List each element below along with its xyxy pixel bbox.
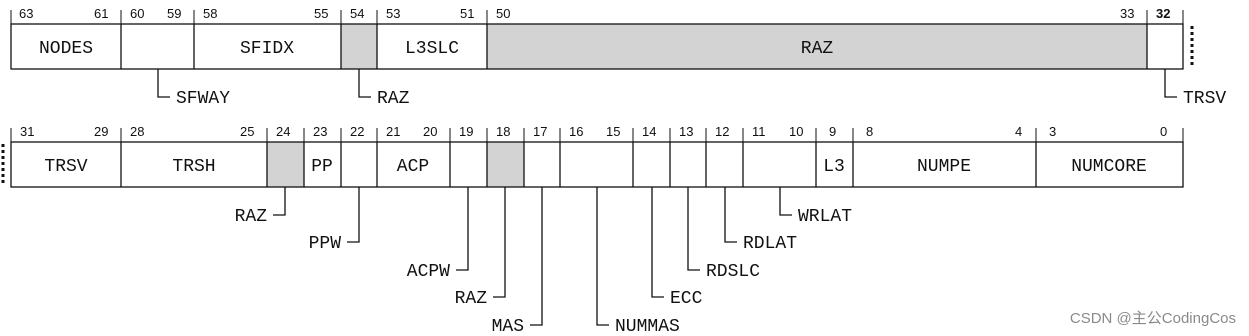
bit-label-15: 15 <box>606 124 620 139</box>
bit-label-18: 18 <box>496 124 510 139</box>
reserved-cell-bit18 <box>487 142 524 187</box>
bit-label-25: 25 <box>240 124 254 139</box>
watermark-text: CSDN @主公CodingCos <box>1070 310 1236 327</box>
field-sfidx: SFIDX <box>240 39 294 59</box>
field-nodes: NODES <box>39 39 93 59</box>
field-raz-upper: RAZ <box>801 39 834 59</box>
upper-callout-lines <box>157 69 1177 98</box>
bit-label-16: 16 <box>569 124 583 139</box>
field-acp: ACP <box>397 157 429 177</box>
lower-dividers <box>120 142 1037 187</box>
upper-register: 63 61 60 59 58 55 54 53 51 50 33 32 NODE… <box>10 6 1226 109</box>
reserved-cell-bit24 <box>267 142 304 187</box>
reserved-cell-bit54 <box>341 24 377 69</box>
bit-label-29: 29 <box>94 124 108 139</box>
callout-raz-bit54: RAZ <box>377 89 410 109</box>
callout-mas: MAS <box>492 317 524 336</box>
bit-label-50: 50 <box>496 6 510 21</box>
upper-register-outline <box>10 23 1184 70</box>
bit-label-33: 33 <box>1120 6 1134 21</box>
bit-label-21: 21 <box>386 124 400 139</box>
bit-label-0: 0 <box>1160 124 1167 139</box>
callout-rdlat: RDLAT <box>743 234 797 254</box>
upper-ticks <box>10 10 1184 24</box>
field-numcore: NUMCORE <box>1071 157 1147 177</box>
field-numpe: NUMPE <box>917 157 971 177</box>
bit-label-60: 60 <box>130 6 144 21</box>
bit-label-61: 61 <box>94 6 108 21</box>
callout-acpw: ACPW <box>407 262 450 282</box>
upper-dividers <box>120 24 1148 69</box>
callout-wrlat: WRLAT <box>798 207 852 227</box>
field-trsv: TRSV <box>44 157 87 177</box>
bit-label-3: 3 <box>1049 124 1056 139</box>
callout-ecc: ECC <box>670 289 703 309</box>
bit-label-32: 32 <box>1156 6 1170 21</box>
bit-label-8: 8 <box>866 124 873 139</box>
callout-raz-bit18: RAZ <box>455 289 488 309</box>
bit-label-53: 53 <box>386 6 400 21</box>
field-l3slc: L3SLC <box>405 39 459 59</box>
bit-label-24: 24 <box>276 124 290 139</box>
bit-label-17: 17 <box>533 124 547 139</box>
bit-label-51: 51 <box>460 6 474 21</box>
lower-ticks <box>10 128 1184 142</box>
field-trsh: TRSH <box>172 157 215 177</box>
bit-label-4: 4 <box>1015 124 1022 139</box>
bit-label-13: 13 <box>679 124 693 139</box>
bit-label-14: 14 <box>642 124 656 139</box>
bit-label-28: 28 <box>130 124 144 139</box>
bit-label-63: 63 <box>19 6 33 21</box>
field-l3: L3 <box>823 157 845 177</box>
bit-label-31: 31 <box>20 124 34 139</box>
callout-rdslc: RDSLC <box>706 262 760 282</box>
bit-label-11: 11 <box>752 124 766 139</box>
bit-label-23: 23 <box>313 124 327 139</box>
callout-sfway: SFWAY <box>176 89 230 109</box>
lower-callout-lines <box>273 187 792 326</box>
field-pp: PP <box>311 157 333 177</box>
bit-label-58: 58 <box>203 6 217 21</box>
callout-ppw: PPW <box>309 234 342 254</box>
reserved-cell-bits50-33 <box>487 24 1147 69</box>
bit-label-20: 20 <box>423 124 437 139</box>
callout-nummas: NUMMAS <box>615 317 680 336</box>
bit-label-55: 55 <box>314 6 328 21</box>
bit-label-19: 19 <box>459 124 473 139</box>
callout-trsv-bit32: TRSV <box>1183 89 1226 109</box>
bit-label-9: 9 <box>829 124 836 139</box>
callout-raz-bit24: RAZ <box>235 207 268 227</box>
bit-label-12: 12 <box>715 124 729 139</box>
bit-label-22: 22 <box>350 124 364 139</box>
lower-register: 31 29 28 25 24 23 22 21 20 19 18 17 16 1… <box>1 124 1184 336</box>
bit-label-54: 54 <box>350 6 364 21</box>
bit-label-59: 59 <box>167 6 181 21</box>
bit-label-10: 10 <box>789 124 803 139</box>
